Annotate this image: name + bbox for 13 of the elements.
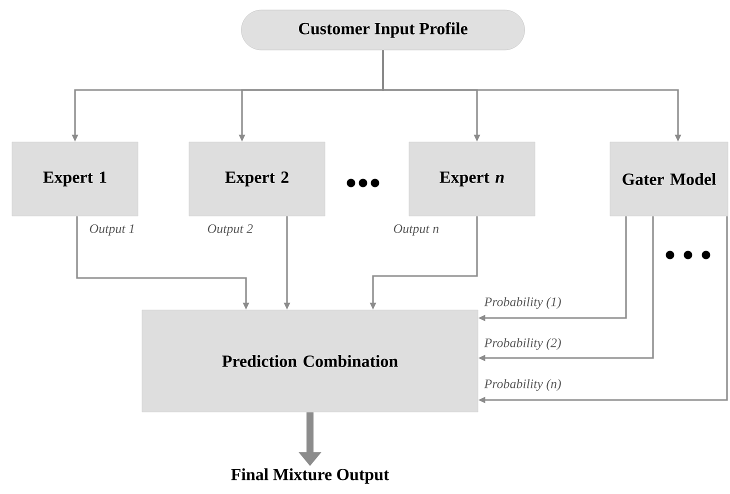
edge-label: Probability (1) — [483, 296, 562, 310]
edge-label: Probability (n) — [483, 378, 562, 392]
edge-label: Output 2 — [206, 223, 254, 237]
process-box: Expert 1 — [12, 142, 138, 216]
edge-label: Probability (2) — [483, 337, 562, 351]
edge-label: Output 1 — [88, 223, 136, 237]
process-box: Expert 2 — [188, 142, 326, 216]
process-box: Gater Model — [610, 142, 728, 216]
output-label: Final Mixture Output — [231, 468, 390, 484]
process-box: Prediction Combination — [142, 310, 478, 412]
edge-label: Output n — [392, 223, 440, 237]
process-box: Expert n — [408, 142, 536, 216]
rounded-box: Customer Input Profile — [241, 10, 525, 50]
